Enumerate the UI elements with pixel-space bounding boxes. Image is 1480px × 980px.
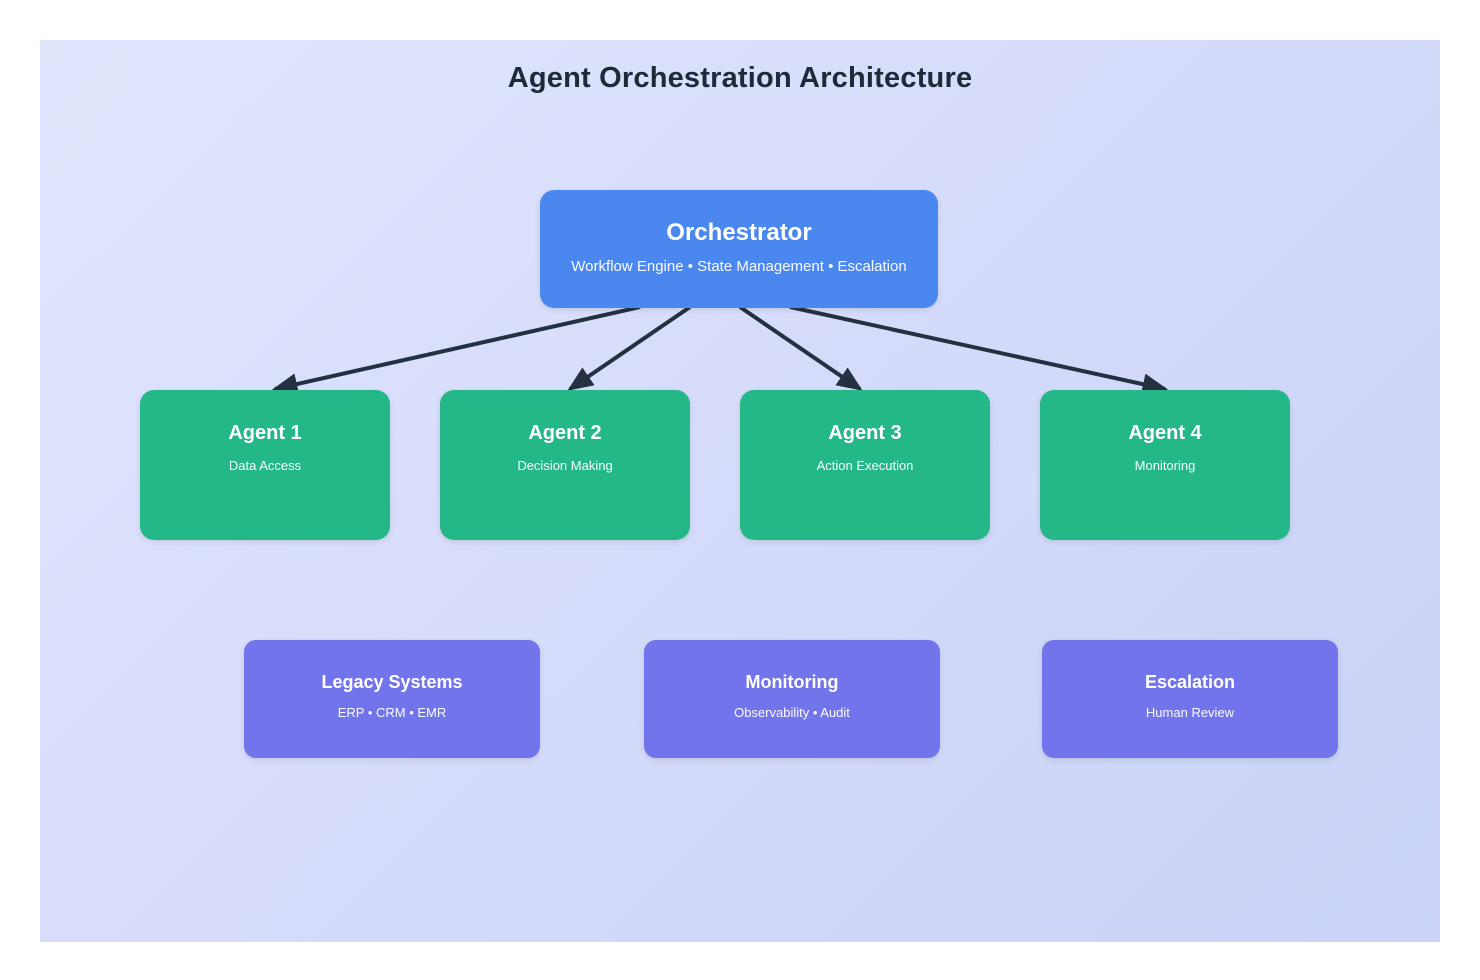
arrow-orchestrator-to-agent-1: [271, 305, 641, 395]
legacy-systems-node: Legacy Systems ERP • CRM • EMR: [244, 640, 540, 758]
escalation-node: Escalation Human Review: [1042, 640, 1338, 758]
agent-2-subtitle: Decision Making: [517, 458, 613, 473]
escalation-subtitle: Human Review: [1145, 705, 1235, 720]
arrow-orchestrator-to-agent-3: [738, 305, 863, 391]
agent-4-title: Agent 4: [1128, 422, 1202, 444]
agent-3-title: Agent 3: [828, 422, 902, 444]
agent-3-subtitle: Action Execution: [816, 458, 914, 473]
orchestrator-node: Orchestrator Workflow Engine • State Man…: [540, 190, 938, 308]
page-title: Agent Orchestration Architecture: [507, 62, 973, 94]
agent-1-subtitle: Data Access: [228, 458, 302, 473]
agent-2-node: Agent 2 Decision Making: [440, 390, 690, 540]
orchestrator-title: Orchestrator: [666, 219, 812, 246]
agent-3-node: Agent 3 Action Execution: [740, 390, 990, 540]
agent-1-title: Agent 1: [228, 422, 302, 444]
monitoring-title: Monitoring: [745, 672, 839, 692]
agent-4-node: Agent 4 Monitoring: [1040, 390, 1290, 540]
legacy-systems-subtitle: ERP • CRM • EMR: [337, 705, 447, 720]
agent-2-title: Agent 2: [528, 422, 602, 444]
orchestrator-subtitle: Workflow Engine • State Management • Esc…: [571, 258, 907, 275]
legacy-systems-title: Legacy Systems: [321, 672, 463, 692]
agent-4-subtitle: Monitoring: [1134, 458, 1196, 473]
monitoring-node: Monitoring Observability • Audit: [644, 640, 940, 758]
arrow-orchestrator-to-agent-4: [789, 305, 1169, 395]
arrow-orchestrator-to-agent-2: [567, 305, 692, 391]
agent-1-node: Agent 1 Data Access: [140, 390, 390, 540]
escalation-title: Escalation: [1144, 672, 1236, 692]
diagram-canvas: Agent Orchestration Architecture Orchest…: [40, 40, 1440, 942]
monitoring-subtitle: Observability • Audit: [734, 705, 850, 720]
